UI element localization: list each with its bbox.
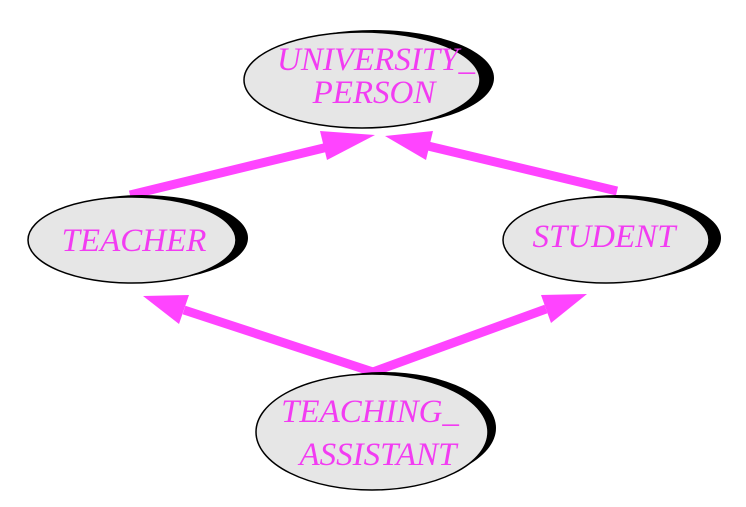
edge-teacher-to-university-person (128, 131, 375, 200)
node-label: TEACHER (62, 223, 207, 259)
node-teacher[interactable]: TEACHER (27, 195, 248, 284)
edge-teaching-assistant-to-student (371, 294, 587, 377)
edge-student-to-university-person (385, 131, 619, 196)
node-student[interactable]: STUDENT (502, 195, 721, 284)
arrowhead-icon (385, 131, 433, 160)
edge-teaching-assistant-to-teacher (143, 295, 375, 377)
node-label: ASSISTANT (297, 437, 459, 473)
node-label: TEACHING_ (281, 394, 459, 430)
arrowhead-icon (143, 295, 189, 324)
node-label: PERSON (312, 75, 438, 111)
node-university-person[interactable]: UNIVERSITY_ PERSON (243, 30, 494, 129)
arrowhead-icon (320, 131, 375, 160)
edges (128, 131, 619, 377)
node-label: STUDENT (532, 219, 678, 255)
node-teaching-assistant[interactable]: TEACHING_ ASSISTANT (255, 372, 496, 491)
arrowhead-icon (541, 294, 587, 323)
node-label: UNIVERSITY_ (277, 42, 476, 78)
